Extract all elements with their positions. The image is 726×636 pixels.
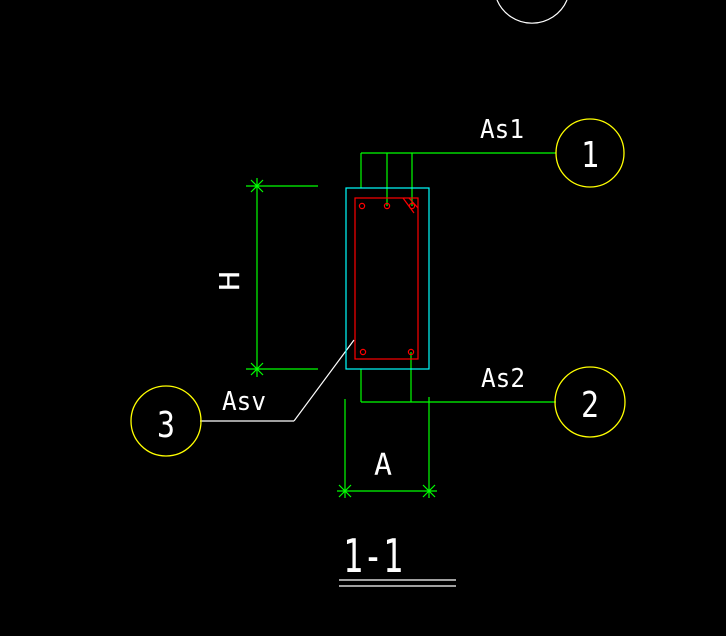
section-title-underline (339, 579, 456, 587)
beam-section-outline (345, 187, 430, 370)
bubble-1-circle (555, 118, 625, 188)
label-asv: Asv (222, 387, 266, 417)
bubble-3-label: 3 (157, 405, 175, 446)
stirrup (354, 197, 419, 360)
leader-as1 (360, 152, 556, 206)
label-width-a: A (374, 448, 392, 483)
partial-circle-top (496, 0, 568, 24)
bubble-1-label: 1 (581, 135, 599, 176)
dimension-width (337, 397, 437, 498)
leader-as2 (360, 352, 556, 403)
bubble-2-label: 2 (581, 385, 599, 426)
bubble-3-circle (130, 385, 202, 457)
bubble-2-circle (554, 366, 626, 438)
label-as1: As1 (480, 115, 524, 145)
section-title: 1-1 (343, 529, 403, 583)
rebar-dots (358, 202, 416, 356)
dimension-height (246, 178, 318, 377)
label-as2: As2 (481, 364, 525, 394)
rebar-bottom-left (359, 348, 367, 356)
rebar-top-right (408, 202, 416, 210)
rebar-bottom-right (407, 348, 415, 356)
rebar-top-middle (383, 202, 391, 210)
leader-asv (200, 339, 355, 422)
label-height-h: H (213, 271, 246, 291)
rebar-top-left (358, 202, 366, 210)
